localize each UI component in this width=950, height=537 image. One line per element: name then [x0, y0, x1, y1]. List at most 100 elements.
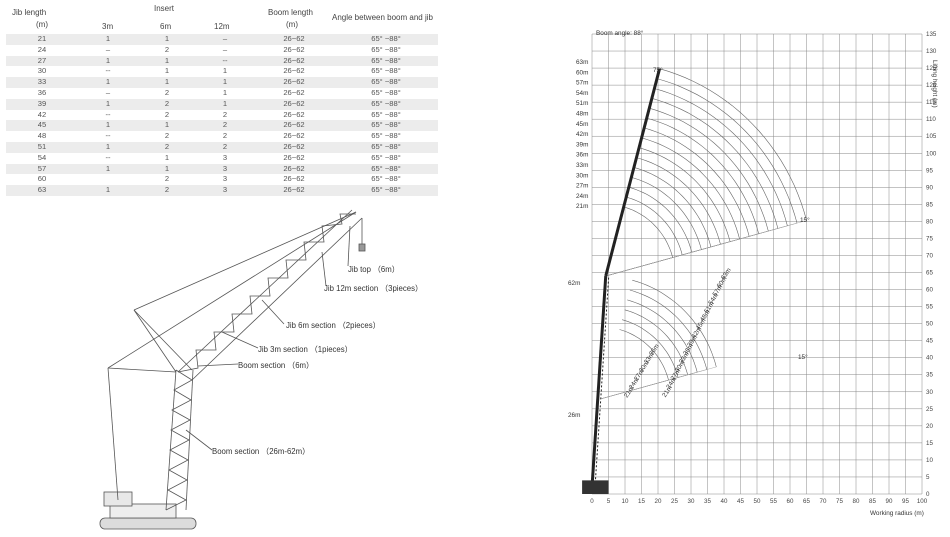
- table-cell: 65° ~88°: [334, 34, 438, 45]
- y-tick-label: 45: [926, 338, 933, 345]
- table-cell: –: [78, 87, 138, 99]
- table-cell: –: [78, 44, 138, 56]
- table-cell: 1: [78, 34, 138, 45]
- jib-range-arc-lower: [622, 319, 679, 378]
- jib-angle-label-15-lower: 15°: [798, 353, 808, 361]
- boom-62m-line: [590, 275, 608, 488]
- y-tick-label: 135: [926, 31, 937, 38]
- jib-range-arc-upper: [631, 177, 702, 250]
- boom-label-62m: 62m: [568, 280, 580, 287]
- y-tick-label: 80: [926, 218, 933, 225]
- table-cell: 45: [6, 120, 78, 132]
- crawler-track: [99, 517, 197, 530]
- table-cell: 51: [6, 141, 78, 153]
- crane-configuration-sketch: Jib top （6m） Jib 12m section （3pieces） J…: [99, 209, 423, 530]
- table-cell: 26~62: [254, 174, 334, 186]
- table-cell: 1: [196, 77, 254, 88]
- x-tick-label: 50: [754, 498, 761, 505]
- y-tick-label: 20: [926, 423, 933, 430]
- jib-length-label: 21m: [576, 203, 588, 210]
- jib-length-label: 42m: [576, 131, 588, 138]
- leader-jib-6m: [261, 299, 285, 325]
- table-cell: 2: [138, 87, 196, 99]
- table-cell: 1: [138, 66, 196, 78]
- jib-length-label: 60m: [576, 69, 588, 76]
- y-tick-label: 30: [926, 389, 933, 396]
- table-cell: 36: [6, 87, 78, 99]
- x-tick-label: 40: [721, 498, 728, 505]
- table-cell: 1: [196, 98, 254, 110]
- jib-length-label: 57m: [576, 80, 588, 87]
- table-cell: 65° ~88°: [334, 185, 438, 196]
- table-cell: 65° ~88°: [334, 55, 438, 67]
- jib-range-arc-upper: [633, 167, 712, 248]
- table-cell: 2: [138, 141, 196, 153]
- x-tick-label: 15: [638, 498, 645, 505]
- table-cell: 26~62: [254, 98, 334, 110]
- jib-angle-label-15-upper: 15°: [800, 216, 810, 224]
- table-cell: 65° ~88°: [334, 87, 438, 99]
- table-cell: 2: [138, 44, 196, 56]
- y-tick-label: 110: [926, 116, 936, 123]
- x-tick-label: 0: [590, 498, 594, 505]
- y-tick-label: 130: [926, 48, 937, 55]
- table-cell: 26~62: [254, 34, 334, 45]
- boom-label-26m: 26m: [568, 412, 580, 419]
- table-cell: --: [78, 66, 138, 78]
- table-cell: 60: [6, 174, 78, 186]
- x-tick-label: 10: [622, 498, 629, 505]
- luffing-jib: [177, 209, 363, 381]
- back-mast: [107, 367, 119, 501]
- header-jib-length: Jib length: [12, 8, 47, 17]
- x-tick-label: 70: [820, 498, 827, 505]
- label-jib-6m: Jib 6m section （2pieces）: [286, 321, 380, 330]
- jib-range-arc-upper: [639, 147, 731, 242]
- x-axis-label: Working radius (m): [870, 510, 924, 517]
- y-tick-label: 90: [926, 184, 933, 191]
- jib-range-arc-upper: [649, 107, 769, 232]
- leader-boom-6m: [197, 363, 239, 367]
- y-tick-label: 15: [926, 440, 933, 447]
- table-cell: 26~62: [254, 141, 334, 153]
- table-cell: [78, 174, 138, 186]
- table-cell: 26~62: [254, 109, 334, 121]
- table-cell: 2: [196, 109, 254, 121]
- table-cell: 1: [138, 77, 196, 88]
- boom-lines: [582, 68, 662, 494]
- strut-pendant: [133, 211, 357, 311]
- x-tick-label: 30: [688, 498, 695, 505]
- y-tick-label: 120: [926, 82, 937, 89]
- y-tick-label: 50: [926, 321, 933, 328]
- table-cell: 33: [6, 77, 78, 88]
- leader-jib-3m: [221, 331, 259, 349]
- table-cell: –: [196, 34, 254, 45]
- table-cell: 39: [6, 98, 78, 110]
- table-cell: 1: [78, 98, 138, 110]
- table-cell: 26~62: [254, 163, 334, 175]
- table-cell: 21: [6, 34, 78, 45]
- table-cell: 27: [6, 55, 78, 67]
- y-tick-label: 105: [926, 133, 937, 140]
- jib-range-arc-upper: [644, 127, 750, 237]
- header-12m: 12m: [214, 22, 230, 31]
- table-cell: 26~62: [254, 152, 334, 164]
- jib-strut: [133, 309, 177, 373]
- jib-length-label: 39m: [576, 141, 588, 148]
- x-tick-label: 100: [917, 498, 928, 505]
- x-tick-label: 85: [869, 498, 876, 505]
- jib-length-label: 48m: [576, 111, 588, 118]
- leader-jib-12m: [321, 251, 327, 287]
- x-tick-label: 65: [803, 498, 810, 505]
- boom-62m-lattice: [594, 276, 610, 488]
- table-cell: 1: [138, 120, 196, 132]
- x-tick-label: 20: [655, 498, 662, 505]
- jib-range-arc-lower: [632, 279, 717, 367]
- jib-length-label: 24m: [576, 193, 588, 200]
